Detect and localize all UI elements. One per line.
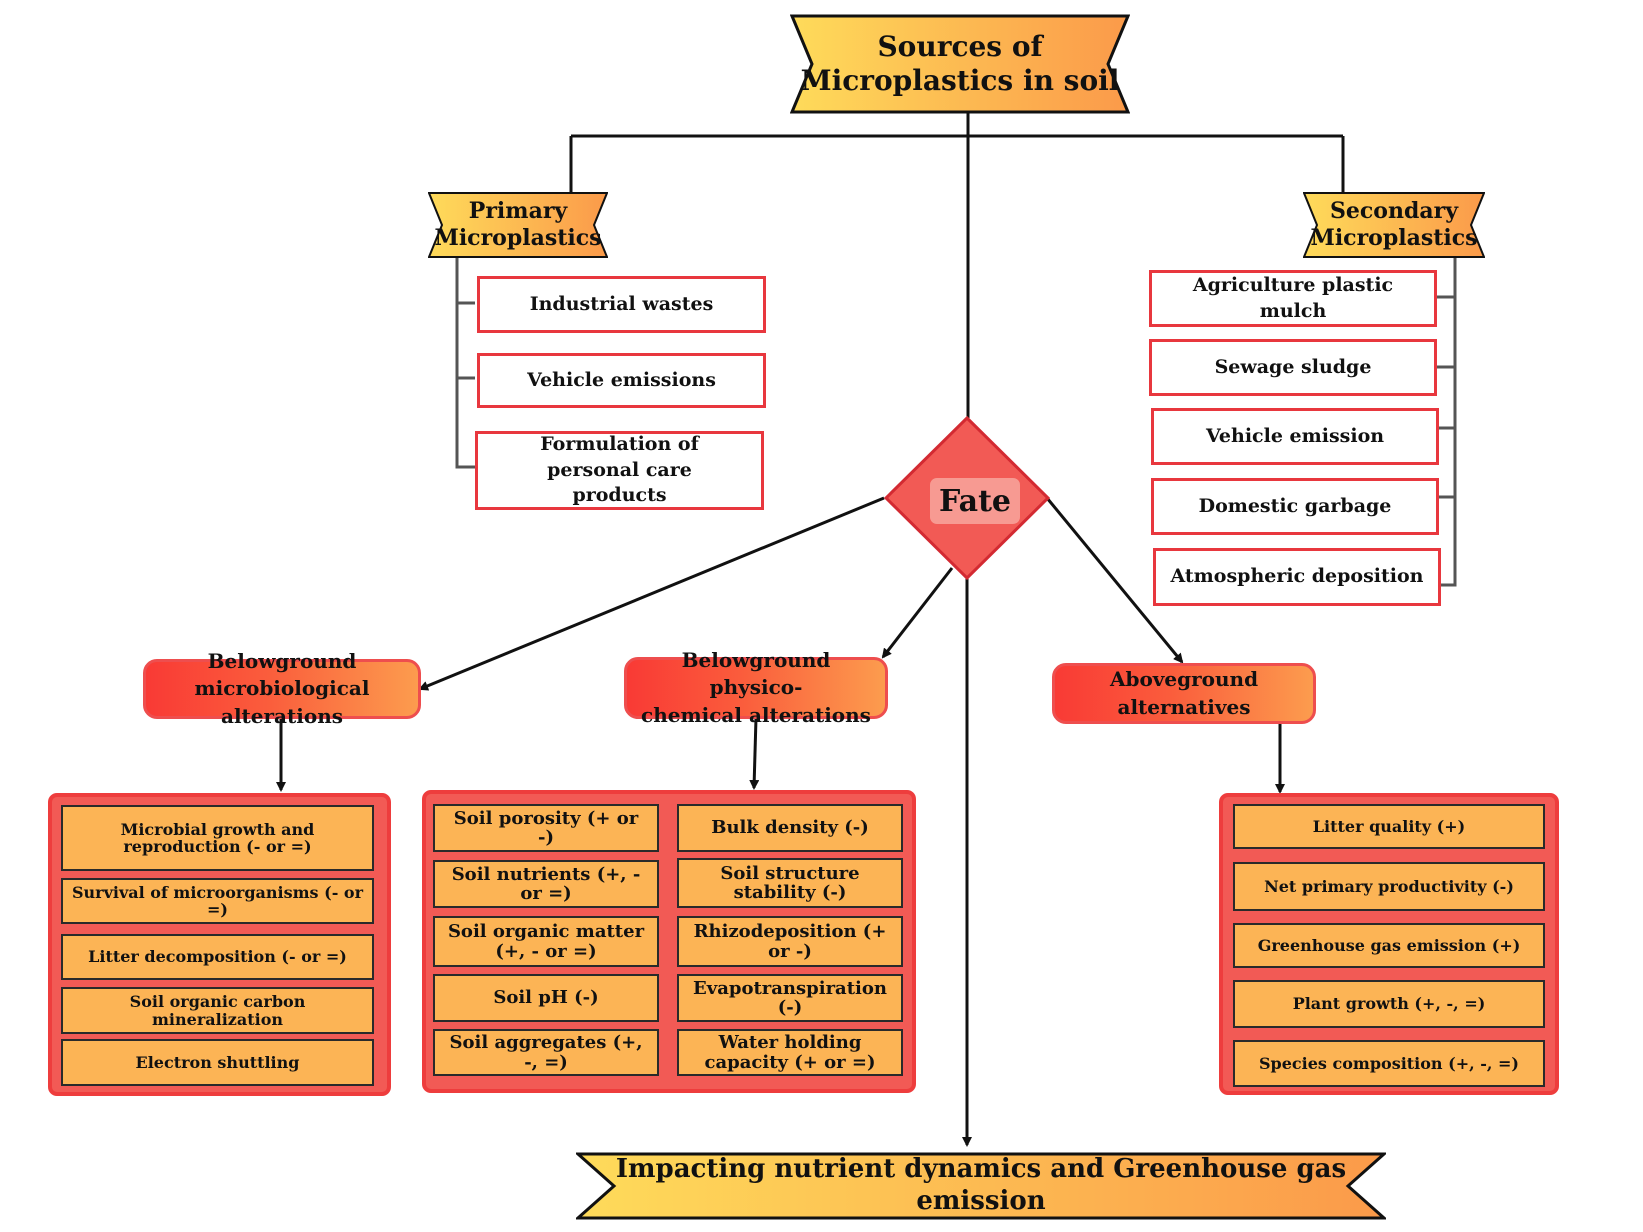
- physico-left-item: Soil pH (-): [433, 974, 659, 1022]
- arrow-physico-group: [749, 717, 760, 790]
- microbio-item: Electron shuttling: [61, 1039, 374, 1086]
- physico-right-item: Bulk density (-): [677, 804, 903, 852]
- secondary-item: Agriculture plastic mulch: [1149, 270, 1437, 327]
- arrow-to-above: [1045, 497, 1184, 664]
- physico-category: Belowground physico-chemical alterations: [624, 648, 888, 727]
- physico-right-item: Water holding capacity (+ or =): [677, 1029, 903, 1076]
- physico-right-item: Evapotranspiration (-): [677, 974, 903, 1022]
- above-item: Species composition (+, -, =): [1233, 1040, 1545, 1087]
- primary-item: Vehicle emissions: [477, 353, 766, 408]
- secondary-item: Atmospheric deposition: [1153, 548, 1441, 606]
- secondary-item: Vehicle emission: [1151, 408, 1439, 465]
- above-item: Plant growth (+, -, =): [1233, 980, 1545, 1028]
- above-item: Net primary productivity (-): [1233, 862, 1545, 911]
- secondary-bracket: [1437, 258, 1457, 587]
- microbio-item: Microbial growth and reproduction (- or …: [61, 805, 374, 871]
- physico-right-item: Soil structure stability (-): [677, 858, 903, 908]
- physico-left-item: Soil porosity (+ or -): [433, 804, 659, 852]
- microbio-item: Litter decomposition (- or =): [61, 934, 374, 980]
- primary-item: Industrial wastes: [477, 276, 766, 333]
- secondary-item: Domestic garbage: [1151, 478, 1439, 535]
- arrow-to-microbio: [418, 496, 885, 691]
- arrow-to-physico: [881, 567, 954, 659]
- bottom-banner-text: Impacting nutrient dynamics and Greenhou…: [615, 1154, 1347, 1216]
- above-item: Greenhouse gas emission (+): [1233, 923, 1545, 968]
- physico-left-item: Soil organic matter (+, - or =): [433, 916, 659, 967]
- microbio-item: Survival of microorganisms (- or =): [61, 878, 374, 924]
- bottom-banner: Impacting nutrient dynamics and Greenhou…: [576, 1152, 1386, 1220]
- physico-left-item: Soil aggregates (+, -, =): [433, 1029, 659, 1076]
- primary-item: Formulation of personal care products: [475, 431, 764, 510]
- above-item: Litter quality (+): [1233, 804, 1545, 849]
- primary-bracket: [455, 255, 475, 469]
- physico-left-item: Soil nutrients (+, - or =): [433, 860, 659, 908]
- secondary-item: Sewage sludge: [1149, 339, 1437, 396]
- fate-label: Fate: [930, 478, 1020, 524]
- microbio-item: Soil organic carbon mineralization: [61, 987, 374, 1034]
- physico-right-item: Rhizodeposition (+ or -): [677, 916, 903, 967]
